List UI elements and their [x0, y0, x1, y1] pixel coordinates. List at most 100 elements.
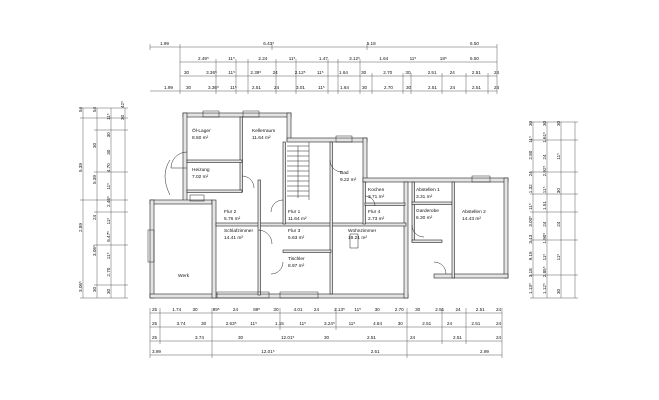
dimension-label: 24 [542, 221, 547, 227]
room-name-wohnzimmer: Wohnzimmer [348, 228, 377, 234]
doors [164, 151, 447, 275]
dimension-label: 5.39 [78, 163, 83, 172]
dimension-label: 1.32 [528, 184, 533, 193]
dimension-label: 1.99 [160, 41, 169, 46]
dimension-label: 2.70 [395, 307, 404, 312]
dimension-label: 2.51 [472, 70, 481, 75]
dimension-label: 30 [556, 288, 561, 294]
dimension-label: 30 [193, 307, 199, 312]
dimension-label: 24 [92, 214, 97, 220]
dimension-label: 4.70 [106, 163, 111, 172]
dimension-label: 18⁵ [440, 56, 447, 61]
dimension-label: 2.51 [367, 335, 376, 340]
dimension-label: 11⁵ [528, 203, 533, 210]
dimension-label: 30 [92, 142, 97, 148]
room-area-flur-2: 5.76 m² [224, 216, 241, 222]
dimension-label: 1.13⁵ [528, 283, 533, 294]
dimension-label: 2.99 [480, 349, 489, 354]
dimension-label: 24 [456, 307, 462, 312]
dimension-label: 1.90⁵ [542, 233, 547, 244]
dimension-label: 2.51 [252, 85, 261, 90]
left-dimension-lines [80, 107, 128, 299]
dimension-label: 30 [324, 335, 330, 340]
room-area-garderobe: 6.30 m² [416, 215, 433, 221]
dimension-label: 2.51 [371, 349, 380, 354]
dimension-label: 2.39⁵ [250, 70, 261, 75]
room-name-kochen: Kochen [368, 187, 385, 193]
dimension-label: 24 [496, 307, 502, 312]
dimension-label: 11⁵ [556, 153, 561, 160]
dimension-label: 24 [450, 70, 456, 75]
room-area-abstellen-1: 3.31 m² [416, 194, 433, 200]
dimension-label: 2.70 [384, 85, 393, 90]
dimension-label: 24 [542, 154, 547, 160]
dimension-label: 11⁵ [542, 254, 547, 261]
dimension-label: 3.74 [177, 321, 186, 326]
room-area-abstellen-2: 14.43 m² [462, 216, 481, 222]
dimension-label: 2.51 [422, 321, 431, 326]
dimension-label: 11⁵ [318, 85, 325, 90]
room-name-flur-2: Flur 2 [224, 209, 237, 215]
dimension-label: 30 [415, 307, 421, 312]
staircase [287, 142, 310, 200]
dimension-label: 25 [152, 307, 158, 312]
room-area-wohnzimmer: 19.21 m² [348, 235, 367, 241]
dimension-label: 2.51 [472, 85, 481, 90]
dimension-label: 54 [78, 106, 83, 112]
dimension-label: 1.15 [275, 321, 284, 326]
dimension-label: 11⁵ [230, 85, 237, 90]
dimension-label: 2.63⁵ [226, 321, 237, 326]
dimension-label: 24 [273, 70, 279, 75]
dimension-label: 30 [556, 188, 561, 194]
dimension-label: 3.12⁵ [349, 56, 360, 61]
room-name-tischler: Tischler [288, 256, 305, 262]
room-area-kellerraum: 11.64 m² [252, 135, 271, 141]
dimension-label: 24 [314, 307, 320, 312]
dimension-label: 11⁵ [299, 321, 306, 326]
dimension-label: 1.61⁵ [542, 132, 547, 143]
dimension-label: 6.50 [470, 41, 479, 46]
bottom-dimension-lines [149, 308, 503, 358]
dimension-label: 30 [542, 120, 547, 126]
room-area-oel-lager: 8.50 m² [192, 135, 209, 141]
dimension-label: 11⁵ [317, 70, 324, 75]
dimension-label: 24 [447, 321, 453, 326]
dimension-label: 2.51 [476, 307, 485, 312]
room-area-kochen: 3.71 m² [368, 194, 385, 200]
dimension-label: 1.51 [542, 201, 547, 210]
dimension-label: 5.18 [367, 41, 376, 46]
dimension-label: 30 [186, 85, 192, 90]
dimension-label: 1.64 [339, 70, 348, 75]
dimension-label: 24 [496, 335, 502, 340]
dimension-label: 3.01 [296, 85, 305, 90]
dimension-label: 1.64 [379, 56, 388, 61]
dimension-label: 3.24⁵ [324, 321, 335, 326]
dimension-label: 30 [362, 85, 368, 90]
room-area-flur-3: 5.63 m² [288, 235, 305, 241]
dimension-label: 30 [528, 120, 533, 126]
dimension-label: 9.15 [528, 251, 533, 260]
dimension-label: 3.13 [528, 234, 533, 243]
dimension-label: 30 [120, 114, 125, 120]
dimension-label: 12.01⁵ [281, 335, 294, 340]
dimension-label: 1.12⁵ [542, 283, 547, 294]
dimension-label: 11⁵ [228, 56, 235, 61]
room-area-flur-1: 11.64 m² [288, 216, 307, 222]
dimension-label: 3.36⁵ [208, 85, 219, 90]
room-area-flur-4: 2.73 m² [368, 216, 385, 222]
dimension-label: 30 [556, 120, 561, 126]
room-name-bad: Bad [340, 170, 349, 176]
dimension-label: 3.18 [528, 268, 533, 277]
room-name-oel-lager: Öl-Lager [192, 127, 211, 134]
right-dimension-lines [530, 121, 578, 299]
room-name-flur-3: Flur 3 [288, 228, 301, 234]
dimension-label: 24 [450, 85, 456, 90]
dimension-label: 3.74 [195, 335, 204, 340]
dimension-label: 2.51 [471, 321, 480, 326]
room-labels: Öl-Lager 8.50 m² Kellerraum 11.64 m² Hei… [178, 127, 486, 279]
room-name-werk: Werk [178, 273, 190, 279]
dimension-label: 11⁵ [289, 56, 296, 61]
dimension-label: 11⁵ [106, 218, 111, 225]
dimension-label: 30 [106, 149, 111, 155]
room-name-garderobe: Garderobe [416, 208, 439, 214]
